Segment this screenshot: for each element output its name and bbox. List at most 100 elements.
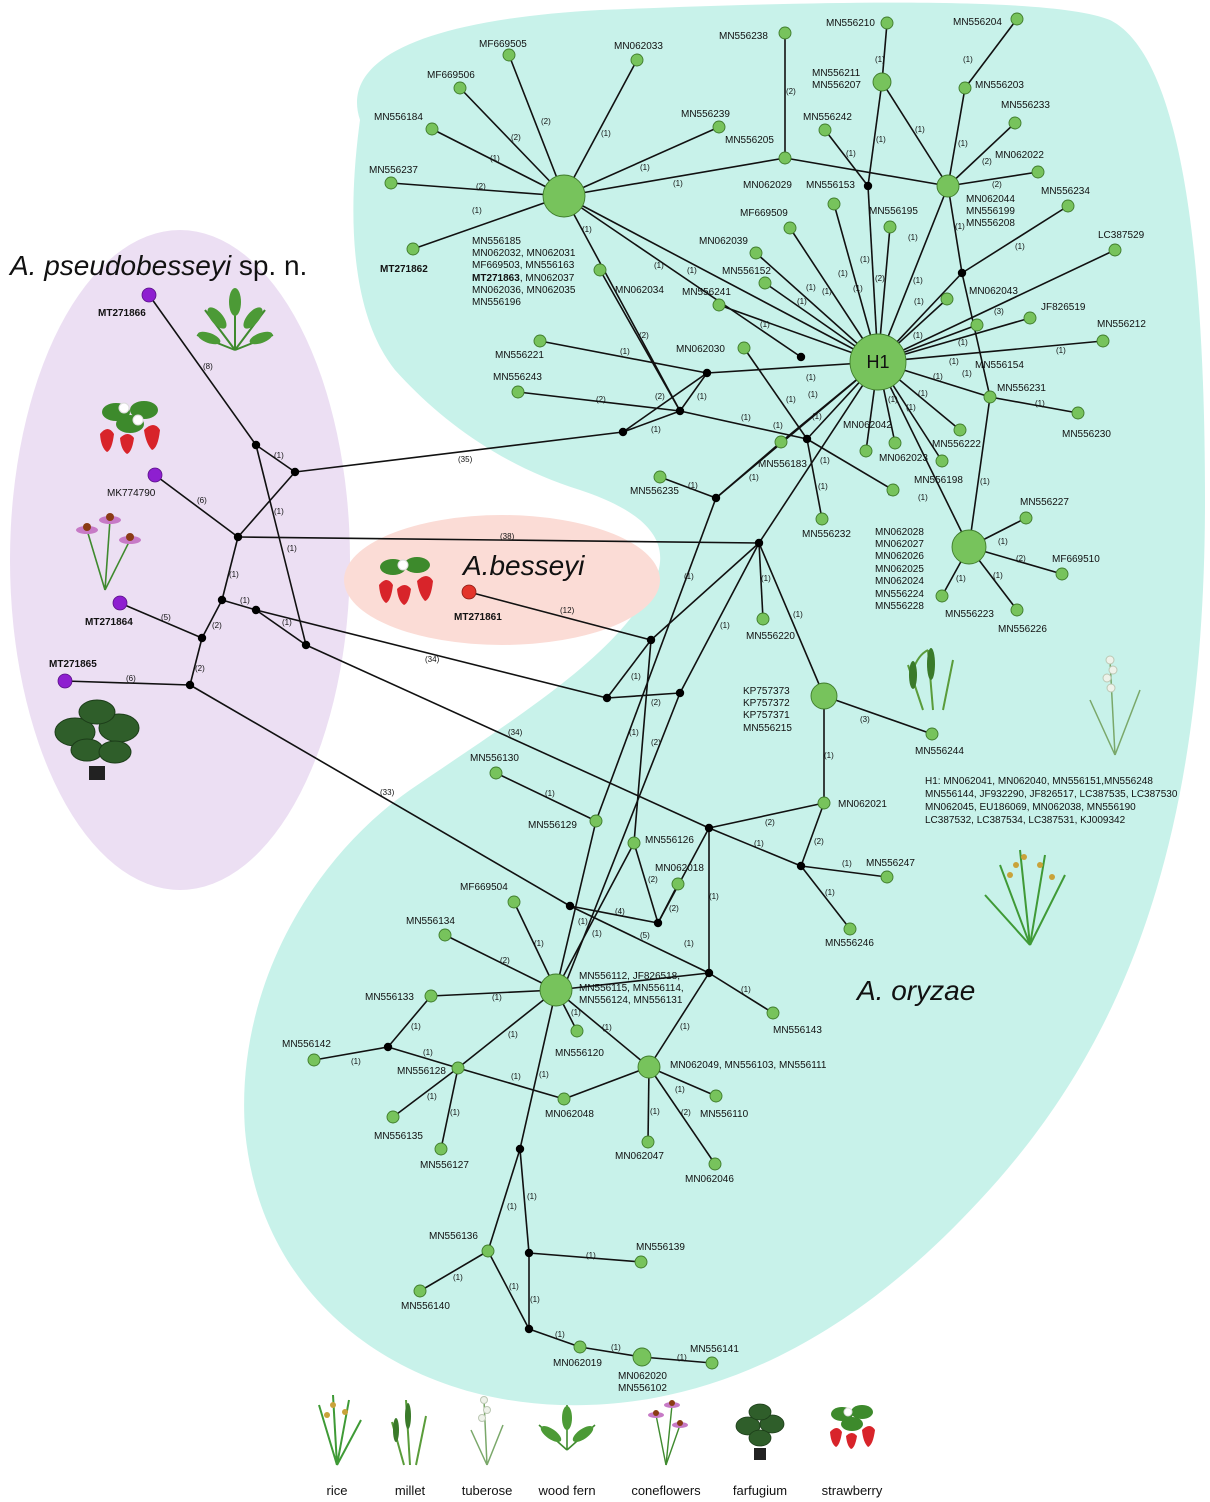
svg-text:(1): (1) xyxy=(806,373,816,382)
svg-text:(1): (1) xyxy=(741,985,751,994)
wood-fern-icon xyxy=(196,288,274,351)
label-mn556139: MN556139 xyxy=(636,1242,685,1253)
mutation-weights: (8) (1) (6) (1) (1) (1) (1) (2) (1) (5) … xyxy=(126,55,1066,1362)
svg-text:(1): (1) xyxy=(913,276,923,285)
label-mn556223: MN556223 xyxy=(945,609,994,620)
svg-text:(1): (1) xyxy=(915,125,925,134)
legend-label-coneflowers: coneflowers xyxy=(631,1483,701,1498)
besseyi-region xyxy=(344,515,660,645)
label-mn062022: MN062022 xyxy=(995,150,1044,161)
svg-text:(1): (1) xyxy=(709,892,719,901)
svg-text:(1): (1) xyxy=(240,596,250,605)
label-mn556102: MN556102 xyxy=(618,1383,667,1394)
svg-text:(1): (1) xyxy=(274,451,284,460)
svg-text:(1): (1) xyxy=(697,392,707,401)
label-mn556226: MN556226 xyxy=(998,624,1047,635)
legend-item-coneflowers: coneflowers xyxy=(631,1400,701,1498)
label-mn062033: MN062033 xyxy=(614,41,663,52)
label-mn556243: MN556243 xyxy=(493,372,542,383)
wood-fern-icon-legend xyxy=(538,1405,596,1451)
svg-text:(1): (1) xyxy=(539,1070,549,1079)
right-hub-line-3: MN062026 xyxy=(875,551,924,562)
besseyi-title: A.besseyi xyxy=(461,550,585,581)
svg-text:(1): (1) xyxy=(684,939,694,948)
rice-icon xyxy=(318,1394,362,1466)
svg-text:(2): (2) xyxy=(786,87,796,96)
kp-line-3: KP757371 xyxy=(743,710,790,721)
label-mn062047: MN062047 xyxy=(615,1151,664,1162)
farfugium-icon xyxy=(735,1403,785,1460)
label-mn556183: MN556183 xyxy=(758,459,807,470)
svg-text:(1): (1) xyxy=(555,1330,565,1339)
svg-text:(1): (1) xyxy=(806,283,816,292)
label-mn556134: MN556134 xyxy=(406,916,455,927)
svg-text:(1): (1) xyxy=(842,859,852,868)
legend-item-wood-fern: wood fern xyxy=(537,1405,596,1498)
svg-text:(1): (1) xyxy=(720,621,730,630)
svg-text:(33): (33) xyxy=(380,788,395,797)
svg-text:(1): (1) xyxy=(601,129,611,138)
hub-top-line-4: MT271863, MN062037 xyxy=(472,273,575,284)
tuberose-icon-oryzae xyxy=(1089,655,1141,756)
svg-text:(1): (1) xyxy=(888,395,898,404)
svg-text:(1): (1) xyxy=(949,357,959,366)
svg-text:(1): (1) xyxy=(793,610,803,619)
svg-text:(1): (1) xyxy=(754,839,764,848)
bottom-hub-line-1: MN556112, JF826518, xyxy=(579,971,680,982)
legend-label-wood-fern: wood fern xyxy=(537,1483,595,1498)
svg-text:(1): (1) xyxy=(998,537,1008,546)
pseudobesseyi-title: A. pseudobesseyi sp. n. xyxy=(8,250,307,281)
svg-text:(1): (1) xyxy=(963,55,973,64)
label-mn556212: MN556212 xyxy=(1097,319,1146,330)
label-jf826519: JF826519 xyxy=(1041,302,1086,313)
svg-text:(38): (38) xyxy=(500,532,515,541)
svg-text:(1): (1) xyxy=(611,1343,621,1352)
label-mt271865: MT271865 xyxy=(49,659,97,670)
label-mn556208: MN556208 xyxy=(966,218,1015,229)
label-mn556211: MN556211 xyxy=(812,68,861,79)
hub-top-line-1: MN556185 xyxy=(472,236,521,247)
farfugium-icon-pseudobesseyi xyxy=(54,699,140,780)
oryzae-title: A. oryzae xyxy=(855,975,975,1006)
svg-text:(2): (2) xyxy=(655,392,665,401)
label-mn556227: MN556227 xyxy=(1020,497,1069,508)
svg-text:(1): (1) xyxy=(749,473,759,482)
svg-text:(2): (2) xyxy=(992,180,1002,189)
svg-text:(2): (2) xyxy=(982,157,992,166)
label-mf669510: MF669510 xyxy=(1052,554,1100,565)
legend-label-farfugium: farfugium xyxy=(733,1483,787,1498)
node-labels: MT271866 MK774790 MT271864 MT271865 MT27… xyxy=(49,17,1178,1394)
h1-members-line-2: MN556144, JF932290, JF826517, LC387535, … xyxy=(925,789,1178,800)
label-mn556136: MN556136 xyxy=(429,1231,478,1242)
svg-text:(1): (1) xyxy=(860,255,870,264)
label-mn556128: MN556128 xyxy=(397,1066,446,1077)
legend-label-tuberose: tuberose xyxy=(462,1483,513,1498)
svg-text:(1): (1) xyxy=(534,939,544,948)
svg-text:(1): (1) xyxy=(620,347,630,356)
svg-text:(1): (1) xyxy=(808,390,818,399)
h1-members-line-1: H1: MN062041, MN062040, MN556151,MN55624… xyxy=(925,776,1153,787)
label-mn062018: MN062018 xyxy=(655,863,704,874)
svg-text:(1): (1) xyxy=(229,570,239,579)
label-mf669505: MF669505 xyxy=(479,39,527,50)
label-mn556247: MN556247 xyxy=(866,858,915,869)
svg-text:(1): (1) xyxy=(654,261,664,270)
legend-label-rice: rice xyxy=(327,1483,348,1498)
svg-text:(1): (1) xyxy=(684,572,694,581)
label-mf669504: MF669504 xyxy=(460,882,508,893)
label-mn556222: MN556222 xyxy=(932,439,981,450)
label-mn556126: MN556126 xyxy=(645,835,694,846)
h1-members-line-3: MN062045, EU186069, MN062038, MN556190 xyxy=(925,802,1136,813)
svg-text:(1): (1) xyxy=(351,1057,361,1066)
label-mn556142: MN556142 xyxy=(282,1039,331,1050)
pseudobesseyi-nodes xyxy=(57,287,163,689)
label-mn556233: MN556233 xyxy=(1001,100,1050,111)
svg-text:(1): (1) xyxy=(675,1085,685,1094)
label-mn556195: MN556195 xyxy=(869,206,918,217)
svg-text:(1): (1) xyxy=(1015,242,1025,251)
svg-text:(1): (1) xyxy=(914,297,924,306)
millet-icon xyxy=(391,1399,427,1466)
label-mn556203: MN556203 xyxy=(975,80,1024,91)
label-mn556238: MN556238 xyxy=(719,31,768,42)
